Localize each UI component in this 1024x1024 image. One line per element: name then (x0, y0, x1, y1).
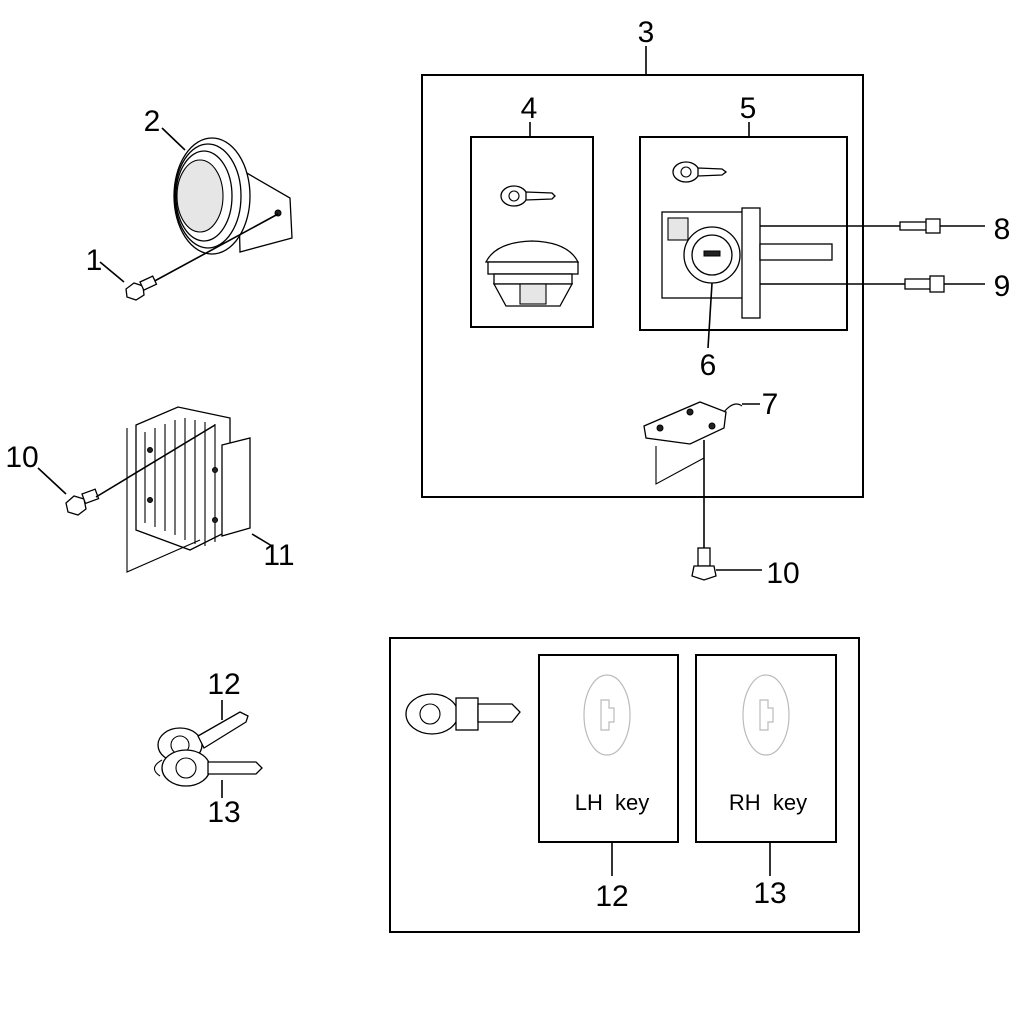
bolt-part-1 (99, 261, 158, 301)
rh-key-ghost-icon (742, 674, 790, 756)
screw-part-8 (899, 218, 985, 234)
callout-3: 3 (638, 16, 655, 49)
keys-part (153, 700, 263, 798)
callout-9: 9 (994, 270, 1011, 303)
lh-key-label: LH key (575, 790, 650, 815)
callout-5: 5 (740, 92, 757, 125)
ignition-switch-box (639, 136, 848, 331)
regulator-part (126, 406, 273, 573)
callout-10-left: 10 (5, 441, 38, 474)
callout-8: 8 (994, 213, 1011, 246)
lh-key-box (538, 654, 679, 843)
bracket-part-7 (643, 401, 760, 548)
callout-1: 1 (86, 244, 103, 277)
seat-lock-box (470, 136, 594, 328)
callout-13-bottom: 13 (207, 796, 240, 829)
screw-part-9 (904, 275, 985, 293)
key-info-frame (389, 637, 860, 933)
callout-10-bottom: 10 (766, 557, 799, 590)
lh-key-ghost-icon (583, 674, 631, 756)
callout-6: 6 (700, 349, 717, 382)
ignition-set-frame (421, 74, 864, 498)
bolt-part-10-bottom (691, 547, 762, 581)
ignition-switch-part (661, 161, 935, 349)
callout-4: 4 (521, 92, 538, 125)
callout-11: 11 (263, 539, 294, 572)
bolt-part-10-left (37, 424, 216, 516)
horn-part (137, 127, 293, 291)
callout-13-box: 13 (753, 877, 786, 910)
callout-12-top: 12 (207, 668, 240, 701)
rh-key-box (695, 654, 837, 843)
callout-7: 7 (762, 388, 779, 421)
rh-key-label: RH key (729, 790, 807, 815)
callout-12-box: 12 (595, 880, 628, 913)
callout-2: 2 (144, 105, 161, 138)
seat-lock-part (484, 185, 580, 307)
key-part-sample (405, 693, 521, 735)
